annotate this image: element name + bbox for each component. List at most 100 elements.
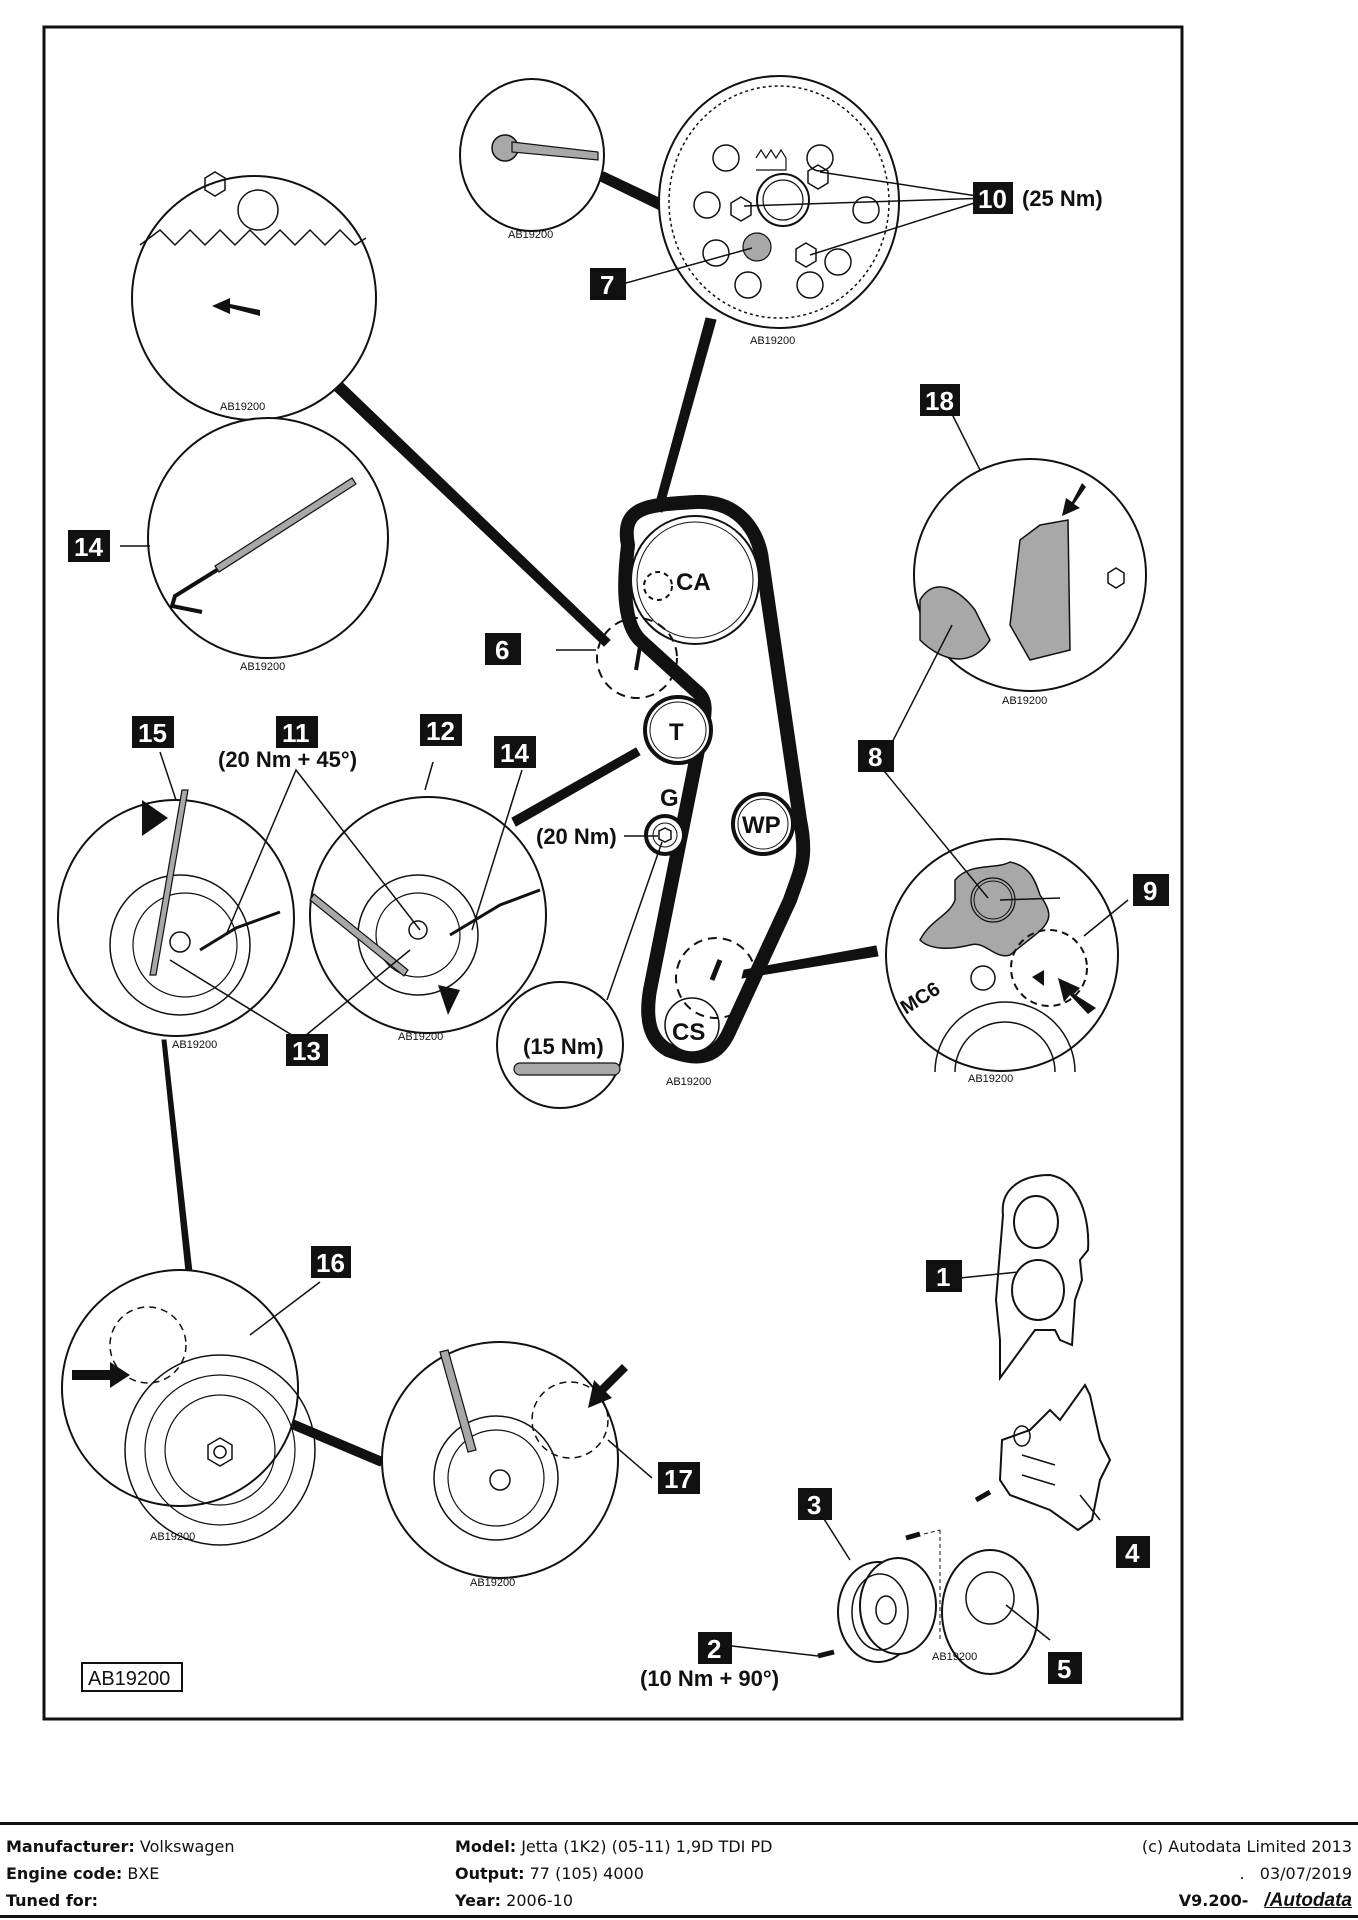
svg-text:3: 3 [807,1490,821,1520]
guide-torque: (20 Nm) [536,824,617,849]
svg-text:15: 15 [138,718,167,748]
crank-right-code: AB19200 [470,1577,515,1589]
arrow-icon [1062,483,1086,516]
svg-text:12: 12 [426,716,455,746]
tensioner-pulley-label: T [669,719,684,746]
detail-circle-6 [596,617,678,699]
hub-inset-code: AB19200 [750,335,795,347]
locking-pin-hole [742,232,772,262]
stud-torque: (15 Nm) [523,1034,604,1059]
crankshaft-pulley: CS AB19200 [664,937,757,1088]
svg-text:11: 11 [282,718,310,748]
camshaft-pulley: CA [630,515,760,645]
svg-text:7: 7 [600,270,614,300]
callout-11: 11 (20 Nm + 45°) [218,716,357,772]
callout-3: 3 [798,1488,832,1520]
callout-10-torque: (25 Nm) [1022,186,1103,211]
callout-17: 17 [658,1462,700,1494]
water-pump-pulley-label: WP [742,812,781,839]
svg-text:9: 9 [1143,876,1157,906]
teeth-inset-code: AB19200 [220,401,265,413]
inset-stud: (15 Nm) [496,981,624,1109]
camshaft-mark-circle [643,571,673,601]
svg-text:14: 14 [74,532,103,562]
callout-16: 16 [311,1246,351,1278]
callout-6: 6 [485,633,521,665]
callout-18: 18 [920,384,960,416]
svg-text:1: 1 [936,1262,950,1292]
arrow-icon [72,1362,130,1388]
inset-crank-right: AB19200 [381,1341,628,1589]
inset-pin-wrench: AB19200 [147,417,389,673]
upper-timing-cover [994,1173,1090,1382]
svg-text:13: 13 [292,1036,321,1066]
footer-vehicle-column: Manufacturer: Volkswagen Engine code: BX… [6,1833,234,1914]
svg-text:14: 14 [500,738,529,768]
crankshaft-pulley-label: CS [672,1019,705,1046]
rotate-arrow-icon [142,800,168,836]
callout-2-torque: (10 Nm + 90°) [640,1666,779,1691]
inset-tensioner-left: AB19200 [57,789,295,1051]
callout-4: 4 [1116,1536,1150,1568]
hub-bolt-icon [807,164,829,190]
arrow-icon [1058,978,1096,1014]
arrow-icon [212,298,260,316]
wrench-inset-code: AB19200 [240,661,285,673]
callout-14-mid: 14 [494,736,536,768]
callout-15: 15 [132,716,174,748]
version-row: V9.200-/Autodata [1142,1887,1352,1914]
callout-12: 12 [420,714,462,746]
callout-5: 5 [1048,1652,1082,1684]
lower-cover-plate: AB19200 [932,1549,1039,1675]
svg-text:16: 16 [316,1248,345,1278]
lower-timing-cover [998,1383,1112,1532]
svg-text:17: 17 [664,1464,693,1494]
print-date: . 03/07/2019 [1239,1864,1352,1883]
footer-publisher-column: (c) Autodata Limited 2013 . 03/07/2019 V… [1142,1833,1352,1914]
stud-icon [513,1062,621,1076]
svg-text:18: 18 [925,386,954,416]
manufacturer-row: Manufacturer: Volkswagen [6,1837,235,1856]
guide-nut-icon [658,827,672,843]
tensioner-right-code: AB19200 [398,1031,443,1043]
arrow-icon [588,1364,628,1408]
diagram-frame [42,25,1184,1721]
inset-tensioner-right: AB19200 [309,796,547,1043]
callout-14-top: 14 [68,530,110,562]
year-value: 2006-10 [506,1891,574,1910]
model-row: Model: Jetta (1K2) (05-11) 1,9D TDI PD [455,1837,773,1856]
timing-mark-icon [1032,970,1044,986]
connector-tensioner-inset [511,747,641,827]
detail-circle-cs [675,937,757,1019]
model-value: Jetta (1K2) (05-11) 1,9D TDI PD [521,1837,773,1856]
detail-circle-17 [531,1381,609,1459]
inset-crank-left: AB19200 [61,1269,316,1546]
crankshaft-pulley-exploded [817,1557,937,1663]
svg-text:2: 2 [707,1634,721,1664]
leader-lines [120,171,1129,1657]
camshaft-pulley-label: CA [676,569,711,596]
tensioner-left-code: AB19200 [172,1039,217,1051]
callout-13: 13 [286,1034,328,1066]
connector-lower-insets [289,1419,385,1467]
timing-belt-diagram: CA T G (20 Nm) WP CS AB19200 AB19200 [42,25,1184,1721]
detail-circle-9 [1010,929,1088,1007]
belt-mark-6 [634,645,642,671]
hub-bolt-icon [795,242,817,268]
svg-text:10: 10 [978,184,1007,214]
output-row: Output: 77 (105) 4000 [455,1864,644,1883]
detail-circle-16 [109,1306,187,1384]
callout-7: 7 [590,268,626,300]
callout-8: 8 [858,740,894,772]
callout-1: 1 [926,1260,962,1292]
svg-text:4: 4 [1125,1538,1140,1568]
autodata-logo: /Autodata [1264,1890,1352,1911]
svg-text:6: 6 [495,635,509,665]
output-value: 77 (105) 4000 [529,1864,644,1883]
tuned-for-row: Tuned for: [6,1891,99,1910]
callout-10: 10 (25 Nm) [973,182,1103,214]
callout-9: 9 [1133,874,1169,906]
belt-path [618,494,811,1064]
year-row: Year: 2006-10 [455,1891,574,1910]
timing-belt [618,494,811,1064]
